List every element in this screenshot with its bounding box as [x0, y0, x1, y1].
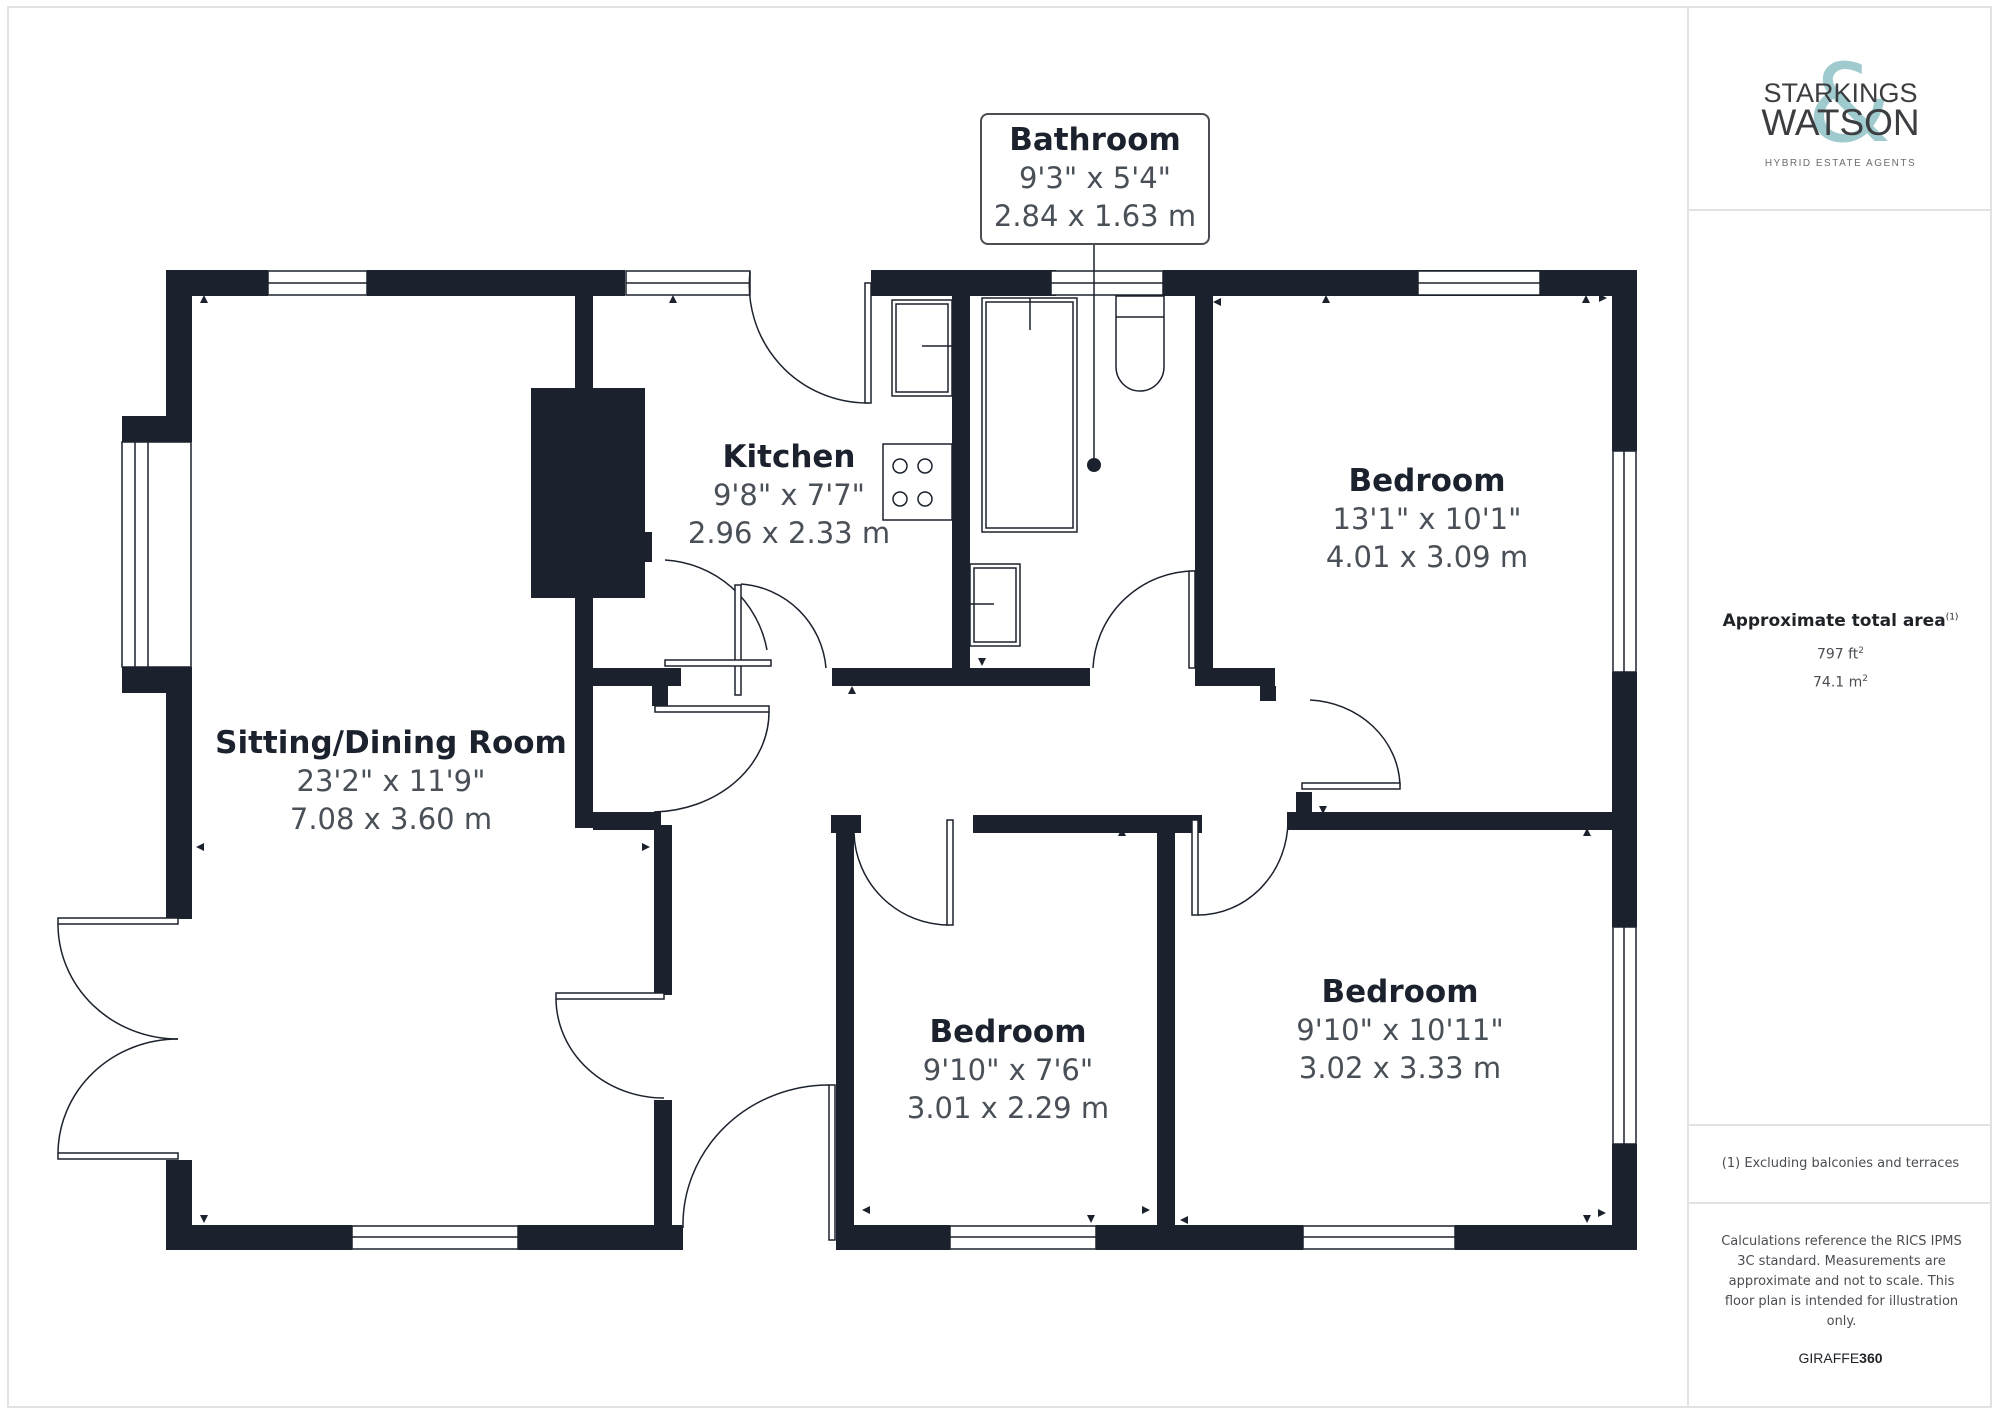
room-label-bedroom-2: Bedroom 9'10" x 7'6" 3.01 x 2.29 m [907, 1013, 1109, 1127]
brand-prefix: GIRAFFE [1798, 1350, 1860, 1366]
footnote-marker: (1) [1945, 612, 1959, 623]
room-label-bedroom-1: Bedroom 13'1" x 10'1" 4.01 x 3.09 m [1326, 462, 1528, 576]
room-label-bedroom-3: Bedroom 9'10" x 10'11" 3.02 x 3.33 m [1296, 973, 1503, 1087]
area-imperial-value: 797 ft [1816, 646, 1859, 663]
room-dim-imperial: 23'2" x 11'9" [296, 764, 486, 798]
page-frame [7, 6, 1992, 1408]
divider [1689, 1124, 1992, 1126]
disclaimer: Calculations reference the RICS IPMS 3C … [1721, 1234, 1962, 1329]
area-title-text: Approximate total area [1722, 611, 1946, 631]
agent-logo: & STARKINGS WATSON HYBRID ESTATE AGENTS [1689, 6, 1992, 209]
brand-suffix: 360 [1859, 1350, 1883, 1366]
room-label-bathroom-callout: Bathroom 9'3" x 5'4" 2.84 x 1.63 m [980, 113, 1210, 245]
area-imperial: 797 ft2 [1689, 646, 1992, 663]
room-dim-imperial: 13'1" x 10'1" [1332, 502, 1522, 536]
floor-plan [57, 245, 1637, 1250]
room-dim-imperial: 9'10" x 7'6" [922, 1053, 1094, 1087]
room-dim-metric: 4.01 x 3.09 m [1325, 540, 1529, 574]
room-name: Kitchen [722, 439, 856, 475]
logo-line-1: STARKINGS [1763, 78, 1918, 108]
room-label-kitchen: Kitchen 9'8" x 7'7" 2.96 x 2.33 m [688, 438, 890, 552]
room-dim-metric: 3.01 x 2.29 m [906, 1091, 1110, 1125]
giraffe360-brand: GIRAFFE360 [1689, 1350, 1992, 1366]
logo-ampersand: & [1807, 42, 1892, 167]
room-dim-metric: 3.02 x 3.33 m [1298, 1051, 1502, 1085]
room-dim-imperial: 9'8" x 7'7" [712, 478, 866, 512]
room-name: Bedroom [1321, 974, 1479, 1010]
room-dim-imperial: 9'10" x 10'11" [1296, 1013, 1504, 1047]
room-label-sitting-dining: Sitting/Dining Room 23'2" x 11'9" 7.08 x… [215, 724, 567, 838]
logo-section: & STARKINGS WATSON HYBRID ESTATE AGENTS [1689, 6, 1992, 211]
walls [122, 270, 1637, 1250]
area-metric-value: 74.1 m [1813, 674, 1863, 691]
room-name: Bathroom [1009, 122, 1181, 158]
room-dim-imperial: 9'3" x 5'4" [1018, 161, 1172, 195]
area-metric: 74.1 m2 [1689, 674, 1992, 691]
label-leader-dot [1087, 458, 1101, 472]
room-dim-metric: 7.08 x 3.60 m [289, 802, 493, 836]
measure-markers [196, 294, 1607, 1224]
room-name: Sitting/Dining Room [215, 725, 567, 761]
room-dim-metric: 2.96 x 2.33 m [687, 516, 891, 550]
room-dim-metric: 2.84 x 1.63 m [993, 199, 1197, 233]
room-label-bathroom: Bathroom 9'3" x 5'4" 2.84 x 1.63 m [994, 121, 1196, 235]
info-sidebar: & STARKINGS WATSON HYBRID ESTATE AGENTS … [1687, 6, 1992, 1408]
doors [57, 271, 1401, 1241]
area-imperial-sup: 2 [1858, 646, 1865, 656]
area-title: Approximate total area(1) [1689, 611, 1992, 631]
divider [1689, 1202, 1992, 1204]
logo-tagline: HYBRID ESTATE AGENTS [1764, 158, 1917, 169]
logo-line-2: WATSON [1761, 102, 1920, 143]
area-metric-sup: 2 [1862, 674, 1868, 684]
windows [121, 270, 1637, 1250]
fixtures [882, 295, 1165, 647]
room-name: Bedroom [929, 1014, 1087, 1050]
footnote: (1) Excluding balconies and terraces [1721, 1156, 1960, 1171]
room-name: Bedroom [1348, 463, 1506, 499]
